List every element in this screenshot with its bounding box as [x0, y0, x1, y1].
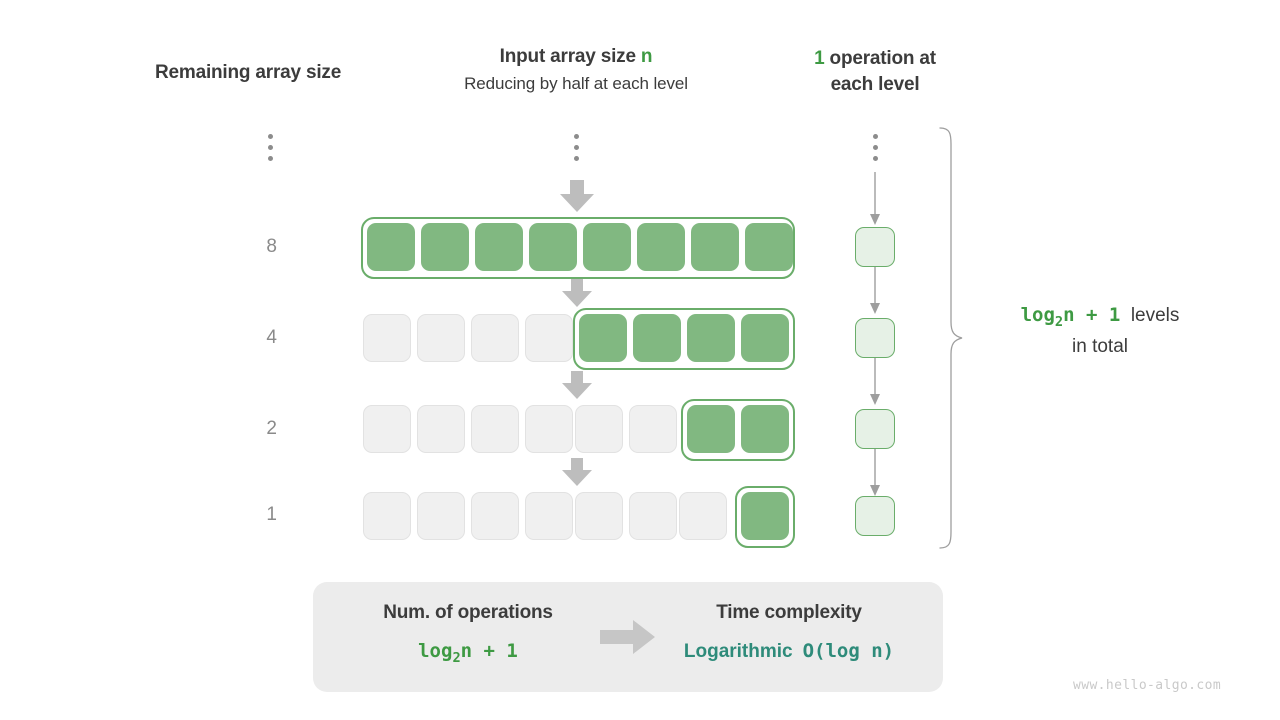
ellipsis-dot: [873, 145, 878, 150]
operation-box-level-4[interactable]: [855, 318, 895, 358]
row-label-4: 4: [266, 327, 277, 348]
ellipsis-dot: [268, 145, 273, 150]
active-subarray-outline-row-2: [681, 399, 795, 461]
summary-complexity-word: Logarithmic: [683, 641, 793, 662]
ellipsis-middle-column: [574, 134, 579, 161]
array-cell[interactable]: [417, 405, 465, 453]
row-label-1: 1: [266, 504, 277, 525]
array-cell[interactable]: [579, 314, 627, 362]
active-subarray-outline-row-1: [735, 486, 795, 548]
array-cell[interactable]: [475, 223, 523, 271]
operation-box-level-2[interactable]: [855, 409, 895, 449]
levels-caption: log2n + 1 levels in total: [975, 302, 1225, 360]
array-cell[interactable]: [583, 223, 631, 271]
operation-connector-3: [870, 449, 880, 496]
array-cell[interactable]: [363, 314, 411, 362]
array-cell[interactable]: [679, 492, 727, 540]
array-cell[interactable]: [633, 314, 681, 362]
array-cell[interactable]: [525, 314, 573, 362]
ellipsis-dot: [574, 156, 579, 161]
header-input-title-text: Input array size: [499, 46, 641, 67]
row-label-2: 2: [266, 418, 277, 439]
array-cell[interactable]: [367, 223, 415, 271]
header-input-array-size-title: Input array size n: [415, 46, 737, 68]
summary-complexity-value: Logarithmic O(log n): [653, 640, 925, 663]
summary-panel: Num. of operations log2n + 1 Time comple…: [313, 582, 943, 692]
summary-operations-value-base: log: [418, 640, 453, 662]
levels-caption-line1: log2n + 1 levels: [975, 302, 1225, 333]
array-cell[interactable]: [417, 314, 465, 362]
levels-brace: [939, 127, 963, 549]
ellipsis-dot: [873, 134, 878, 139]
header-operation-line1: operation at: [824, 48, 937, 69]
watermark: www.hello-algo.com: [1073, 678, 1222, 693]
operation-box-level-8[interactable]: [855, 227, 895, 267]
header-remaining-array-size: Remaining array size: [155, 62, 342, 83]
array-cell[interactable]: [629, 492, 677, 540]
active-subarray-outline-row-4: [573, 308, 795, 370]
levels-formula-subscript: 2: [1054, 313, 1064, 330]
summary-operations-value-rest: n + 1: [460, 640, 518, 662]
array-cell[interactable]: [629, 405, 677, 453]
levels-formula-rest: n + 1: [1063, 304, 1121, 326]
down-arrow-to-row-1: [562, 458, 592, 486]
down-arrow-to-row-8: [560, 180, 594, 212]
row-label-8: 8: [266, 236, 277, 257]
array-cell[interactable]: [687, 314, 735, 362]
array-cell[interactable]: [417, 492, 465, 540]
header-operation-count: 1: [814, 48, 825, 69]
header-operations-per-level: 1 operation at each level: [780, 46, 970, 98]
array-cell[interactable]: [691, 223, 739, 271]
array-cell[interactable]: [525, 405, 573, 453]
header-operation-line2: each level: [830, 74, 920, 96]
summary-operations-column: Num. of operations log2n + 1: [333, 602, 603, 666]
ellipsis-right-column: [873, 134, 878, 161]
array-cell[interactable]: [363, 405, 411, 453]
down-arrow-to-row-4: [562, 279, 592, 307]
array-cell[interactable]: [471, 405, 519, 453]
header-input-title-variable: n: [640, 46, 653, 67]
summary-operations-value-subscript: 2: [452, 649, 461, 666]
array-cell[interactable]: [363, 492, 411, 540]
levels-caption-line2: in total: [1072, 335, 1128, 357]
array-cell[interactable]: [575, 492, 623, 540]
header-input-array-size-subtitle: Reducing by half at each level: [464, 74, 688, 93]
ellipsis-dot: [268, 156, 273, 161]
summary-complexity-column: Time complexity Logarithmic O(log n): [653, 602, 925, 663]
ellipsis-dot: [574, 134, 579, 139]
operation-box-level-1[interactable]: [855, 496, 895, 536]
summary-operations-title: Num. of operations: [383, 602, 553, 623]
summary-complexity-notation: O(log n): [802, 640, 895, 662]
summary-operations-value: log2n + 1: [333, 640, 603, 666]
arrow-right-icon: [600, 620, 655, 654]
array-cell[interactable]: [471, 492, 519, 540]
array-cell[interactable]: [421, 223, 469, 271]
header-input-array-size: Input array size n Reducing by half at e…: [415, 46, 737, 94]
summary-complexity-title: Time complexity: [716, 602, 862, 623]
ellipsis-dot: [268, 134, 273, 139]
levels-formula: log2n + 1: [1020, 304, 1121, 330]
array-cell[interactable]: [745, 223, 793, 271]
array-cell[interactable]: [575, 405, 623, 453]
array-cell[interactable]: [741, 314, 789, 362]
array-cell[interactable]: [525, 492, 573, 540]
ellipsis-dot: [574, 145, 579, 150]
ellipsis-left-column: [268, 134, 273, 161]
array-cell[interactable]: [529, 223, 577, 271]
active-subarray-outline-row-8: [361, 217, 795, 279]
array-cell[interactable]: [637, 223, 685, 271]
array-cell[interactable]: [741, 405, 789, 453]
operation-connector-top: [870, 172, 880, 225]
operation-connector-1: [870, 267, 880, 314]
operation-connector-2: [870, 358, 880, 405]
array-cell[interactable]: [687, 405, 735, 453]
array-cell[interactable]: [741, 492, 789, 540]
down-arrow-to-row-2: [562, 371, 592, 399]
levels-caption-word: levels: [1130, 305, 1180, 326]
array-cell[interactable]: [471, 314, 519, 362]
ellipsis-dot: [873, 156, 878, 161]
levels-formula-base: log: [1020, 304, 1055, 326]
